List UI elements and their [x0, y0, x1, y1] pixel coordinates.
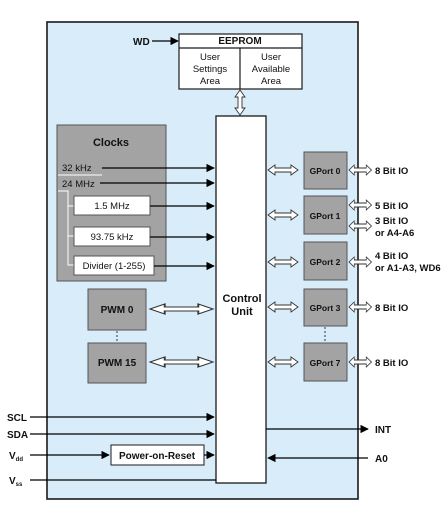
user-available-line-1: User — [261, 52, 281, 63]
user-settings-line-2: Settings — [193, 64, 228, 75]
gport-0: GPort 0 8 Bit IO — [267, 151, 408, 190]
pwm-15-label: PWM 15 — [98, 358, 137, 369]
clock-label-1-5mhz: 1.5 MHz — [94, 201, 130, 212]
gport-1-io-2: 3 Bit IO — [375, 216, 408, 227]
gport-1-io-3: or A4-A6 — [375, 228, 414, 239]
control-unit-block — [215, 115, 267, 484]
clocks-title: Clocks — [93, 137, 129, 149]
pwm-0-label: PWM 0 — [101, 305, 134, 316]
eeprom-block: EEPROM User Settings Area User Available… — [178, 33, 303, 90]
gport-7-io: 8 Bit IO — [375, 358, 408, 369]
wd-label: WD — [133, 37, 150, 48]
user-settings-line-1: User — [200, 52, 220, 63]
gport-7-label: GPort 7 — [310, 358, 341, 368]
gport-1-label: GPort 1 — [310, 211, 341, 221]
control-unit-line-1: Control — [222, 293, 261, 305]
gport-1-io-1: 5 Bit IO — [375, 201, 408, 212]
control-unit-line-2: Unit — [231, 306, 253, 318]
clock-input-24mhz: 24 MHz — [62, 179, 95, 190]
clock-label-divider: Divider (1-255) — [83, 261, 146, 272]
sda-label: SDA — [7, 430, 28, 441]
user-settings-line-3: Area — [200, 76, 221, 87]
gport-3: GPort 3 8 Bit IO — [267, 288, 408, 327]
gport-3-label: GPort 3 — [310, 303, 341, 313]
clock-label-93khz: 93.75 kHz — [91, 232, 134, 243]
vdd-label: Vdd — [9, 451, 23, 463]
gport-3-io: 8 Bit IO — [375, 303, 408, 314]
eeprom-control-link — [234, 89, 246, 116]
a0-label: A0 — [375, 454, 388, 465]
eeprom-title: EEPROM — [218, 36, 261, 47]
vss-label: Vss — [9, 476, 23, 488]
gport-2-io-1: 4 Bit IO — [375, 251, 408, 262]
user-available-line-3: Area — [261, 76, 282, 87]
power-on-reset-label: Power-on-Reset — [119, 451, 196, 462]
user-available-line-2: Available — [252, 64, 290, 75]
clocks-block: Clocks 32 kHz 24 MHz 1.5 MHz 93.75 kHz D… — [56, 124, 167, 282]
gport-2-io-2: or A1-A3, WD6 — [375, 263, 441, 274]
int-label: INT — [375, 425, 391, 436]
gport-2-label: GPort 2 — [310, 257, 341, 267]
gport-0-label: GPort 0 — [310, 166, 341, 176]
gport-0-io: 8 Bit IO — [375, 166, 408, 177]
clock-input-32khz: 32 kHz — [62, 163, 92, 174]
pwm-0-block — [87, 288, 147, 331]
gport-7: GPort 7 8 Bit IO — [267, 342, 408, 382]
scl-label: SCL — [7, 413, 27, 424]
gport-1: GPort 1 5 Bit IO 3 Bit IO or A4-A6 — [267, 195, 414, 239]
gport-2: GPort 2 4 Bit IO or A1-A3, WD6 — [267, 241, 441, 281]
pwm-15-block — [87, 342, 147, 384]
